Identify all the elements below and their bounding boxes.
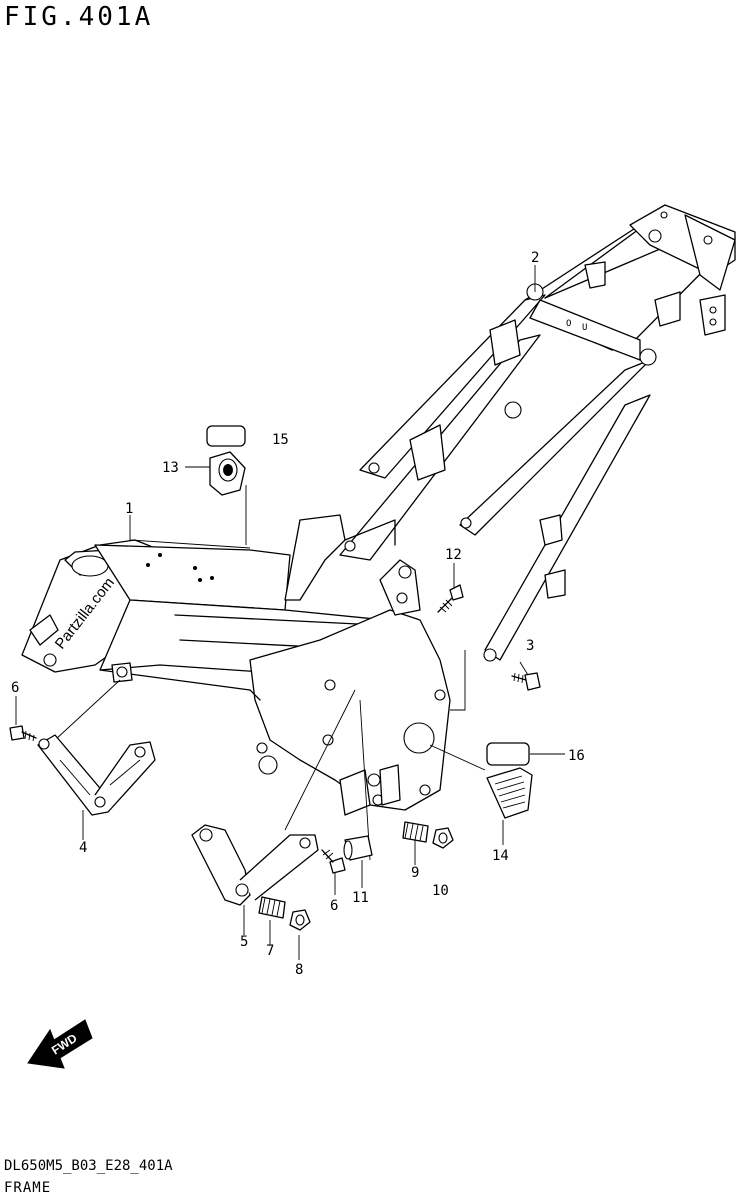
callout-15: 15	[272, 432, 289, 448]
callout-14: 14	[492, 848, 509, 864]
callout-2: 2	[531, 250, 539, 266]
nut-right[interactable]	[289, 909, 311, 931]
diagram-caption: FRAME	[4, 1180, 52, 1196]
mount-bracket[interactable]	[209, 451, 246, 496]
callout-6-right: 6	[330, 898, 338, 914]
callout-1: 1	[125, 501, 133, 517]
bolt-rear[interactable]	[511, 672, 541, 691]
callout-4: 4	[79, 840, 87, 856]
callout-6-left: 6	[11, 680, 19, 696]
bolt-upper[interactable]	[437, 584, 464, 613]
fwd-arrow-icon: FWD	[27, 1019, 93, 1069]
bolt-left[interactable]	[9, 725, 37, 742]
diagram-code: DL650M5_B03_E28_401A	[4, 1158, 173, 1174]
callout-9: 9	[411, 865, 419, 881]
footrest-bracket-left[interactable]	[37, 734, 156, 816]
callout-16: 16	[568, 748, 585, 764]
callout-8: 8	[295, 962, 303, 978]
callout-10: 10	[432, 883, 449, 899]
rubber-cushion-right[interactable]	[258, 896, 286, 919]
callout-7: 7	[266, 943, 274, 959]
callout-12: 12	[445, 547, 462, 563]
bolt-right[interactable]	[321, 849, 346, 874]
footrest-bracket-right[interactable]	[191, 824, 319, 906]
side-cover[interactable]	[486, 767, 533, 819]
rubber-cushion-left[interactable]	[402, 821, 429, 843]
nut-left[interactable]	[432, 827, 454, 849]
callout-13: 13	[162, 460, 179, 476]
callout-11: 11	[352, 890, 369, 906]
svg-text:O: O	[566, 319, 571, 329]
main-frame[interactable]	[21, 514, 451, 816]
pad[interactable]	[486, 742, 530, 766]
figure-title: FIG.401A	[4, 2, 154, 32]
cover-pad[interactable]	[206, 425, 246, 447]
leader-lines	[15, 265, 565, 960]
rear-subframe[interactable]: O U	[339, 204, 736, 662]
callout-labels: 1 2 3 4 5 6 6 7 8 9 10 11 12 13 14 15 16	[11, 250, 585, 978]
collar[interactable]	[343, 835, 373, 861]
svg-text:U: U	[582, 323, 587, 333]
callout-3: 3	[526, 638, 534, 654]
callout-5: 5	[240, 934, 248, 950]
